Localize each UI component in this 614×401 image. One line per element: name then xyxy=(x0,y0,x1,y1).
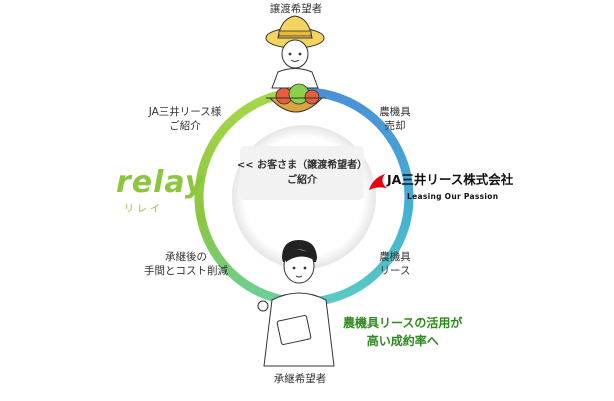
highlight-line1: 農機具リースの活用が xyxy=(343,316,463,330)
step-cost-reduction: 承継後の 手間とコスト削減 xyxy=(136,250,236,278)
step-ja-introduction: JA三井リース様 ご紹介 xyxy=(140,105,230,133)
transferor-text: 譲渡希望者 xyxy=(269,3,323,15)
step-equipment-sale: 農機具 売却 xyxy=(375,105,415,133)
ja-mark-icon xyxy=(369,174,387,190)
tick-mark xyxy=(365,255,376,267)
step-cost-reduction-line1: 承継後の xyxy=(165,251,207,263)
step-equipment-lease: 農機具 リース xyxy=(373,250,417,278)
ja-logo-name: JA三井リース株式会社 xyxy=(387,172,514,187)
center-line1: << お客さま（譲渡希望者） xyxy=(236,160,368,171)
ja-mitsui-lease-logo: JA三井リース株式会社 Leasing Our Passion xyxy=(367,172,527,212)
transferor-label: 譲渡希望者 xyxy=(264,2,328,16)
relay-logo-kana: リレイ xyxy=(124,204,163,215)
step-equipment-lease-line2: リース xyxy=(379,265,411,277)
relay-logo-word: relay xyxy=(116,165,206,200)
highlight-line2: 高い成約率へ xyxy=(366,334,439,348)
step-equipment-lease-line1: 農機具 xyxy=(379,251,411,263)
center-introduction-box: << お客さま（譲渡希望者） ご紹介 xyxy=(236,146,368,200)
step-equipment-sale-line1: 農機具 xyxy=(379,106,411,118)
step-equipment-sale-line2: 売却 xyxy=(384,120,406,132)
tick-mark xyxy=(235,131,249,139)
successor-text: 承継希望者 xyxy=(273,373,327,385)
step-cost-reduction-line2: 手間とコスト削減 xyxy=(144,265,228,277)
center-line2: ご紹介 xyxy=(287,175,317,186)
step-ja-introduction-line1: JA三井リース様 xyxy=(148,106,222,118)
ring-arc-left xyxy=(194,87,305,307)
ring-arc-right xyxy=(303,87,414,307)
tick-mark xyxy=(234,256,245,268)
successor-illustration xyxy=(257,240,335,367)
tick-mark xyxy=(365,127,375,141)
farmer-illustration xyxy=(265,15,326,113)
step-ja-introduction-line2: ご紹介 xyxy=(169,120,201,132)
highlight-message: 農機具リースの活用が 高い成約率へ xyxy=(343,314,462,350)
relay-logo: relay リレイ xyxy=(116,166,204,218)
successor-label: 承継希望者 xyxy=(268,372,332,386)
ja-logo-tagline: Leasing Our Passion xyxy=(407,192,499,201)
